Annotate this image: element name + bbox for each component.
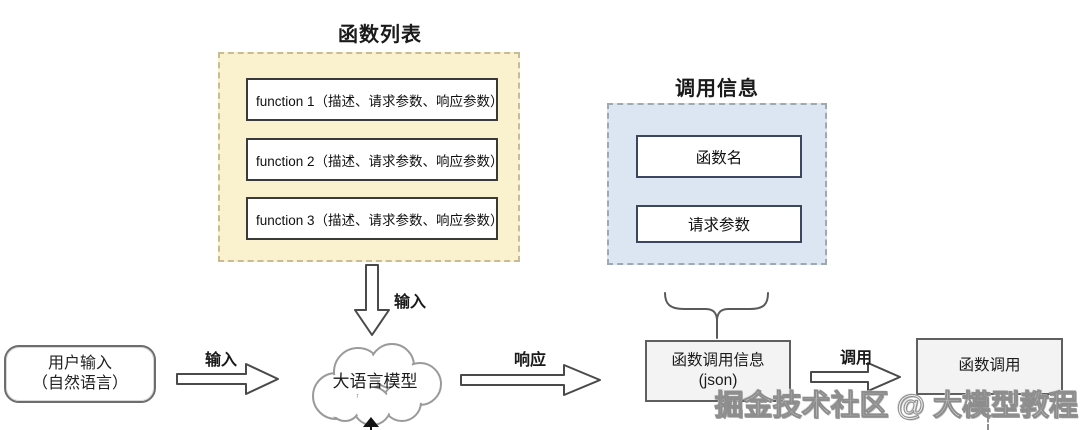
function-item-1: function 1（描述、请求参数、响应参数） (246, 78, 504, 121)
brace-icon (664, 292, 769, 339)
function-call-info-box: 函数调用信息 (json) (645, 340, 791, 402)
down-arrow-icon (354, 264, 390, 336)
call-info-panel: 函数名 请求参数 (607, 103, 827, 265)
call-info-field-request-params: 请求参数 (636, 205, 802, 243)
function-list-title: 函数列表 (338, 24, 422, 46)
input-arrow-label: 输入 (204, 352, 237, 369)
user-input-box: 用户输入 （自然语言） (4, 345, 156, 403)
function-call-box: 函数调用 (916, 338, 1063, 395)
call-arrow-label: 调用 (839, 350, 872, 367)
user-input-line2: （自然语言） (31, 375, 128, 392)
up-arrowhead-icon (363, 417, 379, 430)
function-item-2: function 2（描述、请求参数、响应参数） (246, 138, 504, 181)
response-arrow-icon (460, 364, 601, 396)
input-arrow-icon (176, 363, 279, 395)
function-call-info-line1: 函数调用信息 (671, 351, 765, 369)
call-info-field-function-name: 函数名 (636, 135, 802, 178)
down-arrow-label: 输入 (393, 294, 426, 311)
function-call-label: 函数调用 (958, 357, 1021, 375)
call-arrow-icon (810, 362, 901, 392)
watermark-text: 掘金技术社区 @ 大模型教程 (714, 390, 1078, 423)
function-call-drop-line (987, 409, 989, 430)
call-info-title: 调用信息 (675, 78, 759, 100)
function-item-3: function 3（描述、请求参数、响应参数） (246, 197, 504, 240)
llm-label: 大语言模型 (332, 372, 418, 391)
user-input-line1: 用户输入 (47, 355, 112, 372)
function-call-info-line2: (json) (698, 372, 738, 389)
response-arrow-label: 响应 (513, 352, 546, 369)
function-list-panel: function 1（描述、请求参数、响应参数） function 2（描述、请… (218, 52, 520, 262)
llm-cloud-icon (312, 343, 442, 426)
